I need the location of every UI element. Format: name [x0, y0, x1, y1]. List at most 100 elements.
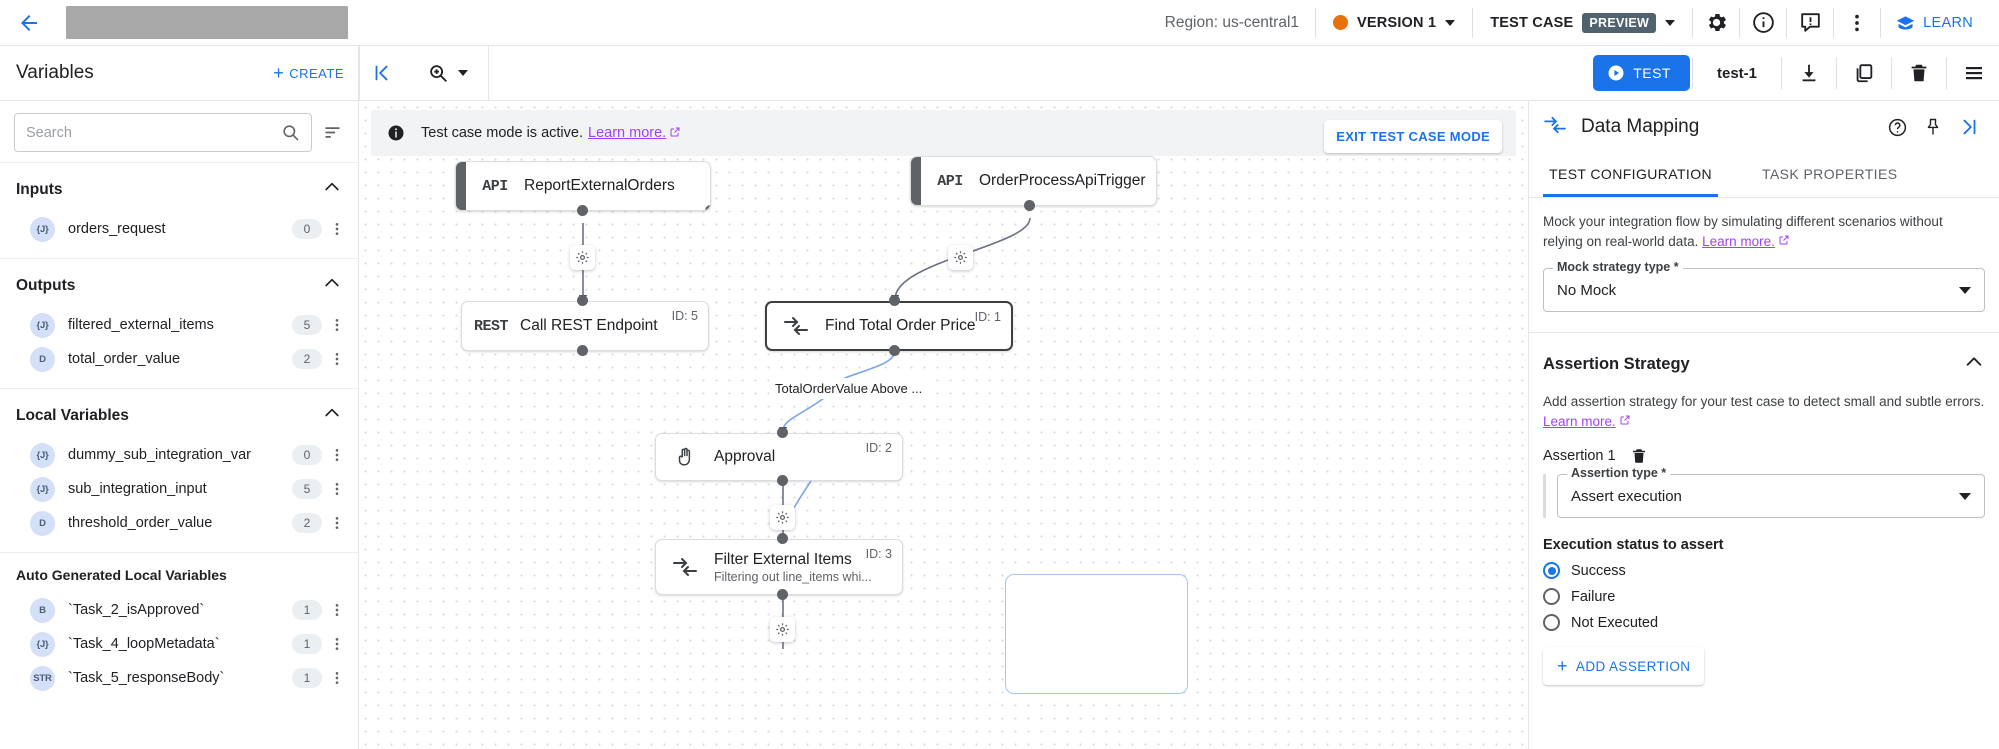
gear-icon[interactable]	[1693, 0, 1739, 46]
node-call-rest-endpoint[interactable]: REST Call REST Endpoint ID: 5	[461, 301, 709, 351]
add-assertion-button[interactable]: + ADD ASSERTION	[1543, 647, 1705, 686]
collapse-panel-icon[interactable]	[359, 46, 403, 100]
radio-option[interactable]: Failure	[1543, 588, 1985, 606]
info-icon[interactable]	[1740, 0, 1786, 46]
test-case-selector[interactable]: TEST CASE PREVIEW	[1473, 12, 1692, 33]
edge-gear-icon[interactable]	[948, 245, 973, 270]
node-port[interactable]	[777, 589, 788, 600]
learn-button[interactable]: LEARN	[1881, 12, 1991, 33]
mock-strategy-field[interactable]: Mock strategy type * No Mock	[1543, 260, 1985, 313]
section-header[interactable]: Auto Generated Local Variables	[0, 553, 358, 593]
zoom-control[interactable]	[403, 46, 489, 100]
node-order-process-api-trigger[interactable]: API OrderProcessApiTrigger	[910, 156, 1157, 206]
download-icon[interactable]	[1784, 46, 1834, 101]
assertion-type-field[interactable]: Assertion type * Assert execution	[1557, 466, 1985, 519]
radio-indicator[interactable]	[1543, 588, 1560, 606]
duplicate-icon[interactable]	[1839, 46, 1889, 101]
section-header[interactable]: Inputs	[0, 163, 358, 212]
tab-task-properties[interactable]: TASK PROPERTIES	[1762, 166, 1898, 182]
node-port[interactable]	[777, 427, 788, 438]
node-body: ReportExternalOrders	[524, 177, 710, 195]
variable-row[interactable]: B`Task_2_isApproved`1	[0, 593, 358, 627]
list-icon[interactable]	[1949, 46, 1999, 101]
node-port[interactable]	[704, 204, 710, 210]
variable-overflow-icon[interactable]	[326, 602, 348, 618]
node-find-total-order-price[interactable]: Find Total Order Price ID: 1	[765, 301, 1013, 351]
feedback-icon[interactable]	[1787, 0, 1833, 46]
ghost-node-card[interactable]	[1005, 574, 1188, 694]
variable-overflow-icon[interactable]	[326, 447, 348, 463]
exit-test-case-mode-button[interactable]: EXIT TEST CASE MODE	[1324, 120, 1502, 153]
expand-panel-icon[interactable]	[1951, 107, 1987, 147]
radio-indicator[interactable]	[1543, 614, 1560, 632]
sort-icon[interactable]	[320, 121, 344, 145]
variable-count-badge: 1	[292, 600, 322, 620]
variable-overflow-icon[interactable]	[326, 670, 348, 686]
node-approval[interactable]: Approval ID: 2	[655, 433, 903, 481]
chevron-up-icon[interactable]	[322, 273, 342, 298]
variable-overflow-icon[interactable]	[326, 221, 348, 237]
mock-strategy-select[interactable]: No Mock	[1543, 268, 1985, 313]
tab-test-configuration[interactable]: TEST CONFIGURATION	[1543, 153, 1719, 197]
search-box[interactable]	[14, 113, 312, 152]
variable-count-badge: 5	[292, 479, 322, 499]
assertion-type-select[interactable]: Assert execution	[1557, 474, 1985, 519]
edge-gear-icon[interactable]	[770, 505, 795, 530]
node-port[interactable]	[577, 345, 588, 356]
test-button[interactable]: TEST	[1593, 55, 1690, 91]
variable-row[interactable]: STR`Task_5_responseBody`1	[0, 661, 358, 695]
radio-option[interactable]: Not Executed	[1543, 614, 1985, 632]
variable-overflow-icon[interactable]	[326, 317, 348, 333]
help-icon[interactable]	[1879, 107, 1915, 147]
variable-overflow-icon[interactable]	[326, 515, 348, 531]
radio-indicator[interactable]	[1543, 562, 1560, 580]
create-variable-button[interactable]: + CREATE	[273, 64, 358, 82]
panel-header: Data Mapping	[1529, 101, 1999, 153]
edge-condition-label[interactable]: TotalOrderValue Above ...	[769, 378, 929, 399]
variable-overflow-icon[interactable]	[326, 481, 348, 497]
integration-canvas[interactable]: Test case mode is active. Learn more. EX…	[359, 101, 1528, 749]
variable-row[interactable]: {J}`Task_4_loopMetadata`1	[0, 627, 358, 661]
delete-icon[interactable]	[1894, 46, 1944, 101]
section-header[interactable]: Local Variables	[0, 389, 358, 438]
node-report-external-orders[interactable]: API ReportExternalOrders	[455, 161, 711, 211]
info-icon	[385, 122, 407, 144]
node-port[interactable]	[1024, 200, 1035, 211]
banner-learn-more-link[interactable]: Learn more.	[588, 124, 667, 141]
variable-overflow-icon[interactable]	[326, 351, 348, 367]
assertion-strategy-header[interactable]: Assertion Strategy	[1543, 351, 1985, 378]
back-arrow-icon[interactable]	[14, 8, 44, 38]
node-icon-text: API	[937, 172, 963, 190]
chevron-up-icon[interactable]	[322, 177, 342, 202]
test-case-name[interactable]: test-1	[1716, 64, 1757, 82]
chevron-up-icon[interactable]	[1963, 351, 1985, 378]
section-header[interactable]: Outputs	[0, 259, 358, 308]
assertion-learn-more-link[interactable]: Learn more.	[1543, 413, 1616, 429]
radio-option[interactable]: Success	[1543, 562, 1985, 580]
canvas-inner: Test case mode is active. Learn more. EX…	[359, 101, 1528, 749]
edge-gear-icon[interactable]	[770, 617, 795, 642]
variable-overflow-icon[interactable]	[326, 636, 348, 652]
pin-icon[interactable]	[1915, 107, 1951, 147]
node-port[interactable]	[577, 295, 588, 306]
node-port[interactable]	[777, 533, 788, 544]
node-port[interactable]	[889, 295, 900, 306]
node-port[interactable]	[577, 205, 588, 216]
chevron-up-icon[interactable]	[322, 403, 342, 428]
version-selector[interactable]: VERSION 1	[1316, 15, 1472, 31]
overflow-menu-icon[interactable]	[1834, 0, 1880, 46]
node-filter-external-items[interactable]: Filter External Items Filtering out line…	[655, 539, 903, 595]
node-port[interactable]	[889, 345, 900, 356]
search-input[interactable]	[26, 124, 273, 141]
mock-learn-more-link[interactable]: Learn more.	[1702, 233, 1775, 249]
delete-icon[interactable]	[1630, 447, 1648, 465]
variable-name: orders_request	[68, 221, 166, 237]
edge-gear-icon[interactable]	[570, 245, 595, 270]
node-port[interactable]	[777, 475, 788, 486]
